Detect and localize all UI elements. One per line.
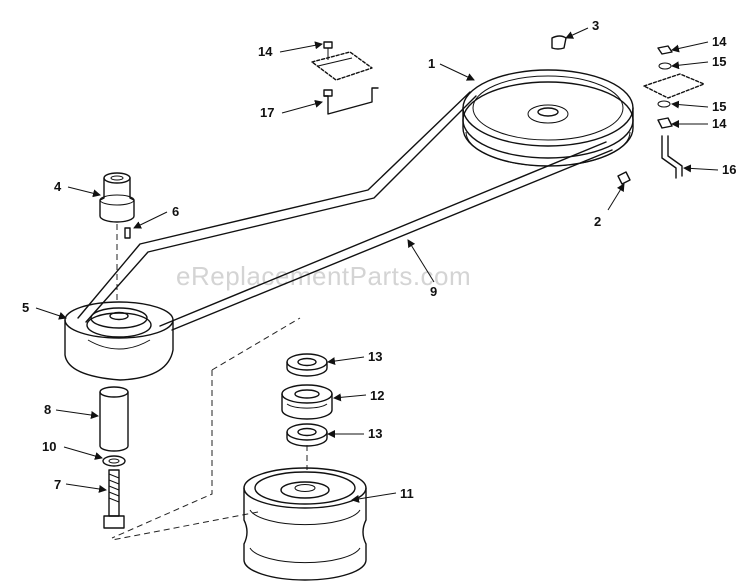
idler-bracket: [311, 41, 379, 115]
bearing-cup: [281, 384, 333, 420]
drive-pulley: [64, 301, 174, 381]
callout-12: 12: [370, 388, 384, 403]
key: [551, 35, 567, 50]
callout-16: 16: [722, 162, 736, 177]
callout-15-lower: 15: [712, 99, 726, 114]
bushing: [99, 386, 129, 452]
pin: [124, 227, 131, 239]
watermark-text: eReplacementParts.com: [176, 261, 471, 291]
spacer: [99, 172, 135, 223]
callout-3: 3: [592, 18, 599, 33]
callout-labels: 1 2 3 4 5 6 7 8 9 10 11 12 13 13 14 14 1…: [22, 18, 736, 501]
callout-10: 10: [42, 439, 56, 454]
callout-11: 11: [400, 486, 414, 501]
belt: [77, 91, 613, 331]
callout-1: 1: [428, 56, 435, 71]
callout-15-top: 15: [712, 54, 726, 69]
bearing-lower: [286, 423, 328, 447]
bearing-upper: [286, 353, 328, 377]
washer: [102, 455, 126, 467]
callout-leaders: [35, 27, 719, 503]
set-screw: [617, 171, 631, 185]
callout-9: 9: [430, 284, 437, 299]
callout-6: 6: [172, 204, 179, 219]
callout-4: 4: [54, 179, 62, 194]
callout-14-top: 14: [712, 34, 727, 49]
callout-8: 8: [44, 402, 51, 417]
large-pulley: [462, 69, 634, 167]
callout-17: 17: [260, 105, 274, 120]
callout-13-lower: 13: [368, 426, 382, 441]
callout-14-lower: 14: [712, 116, 727, 131]
callout-14-bracket: 14: [258, 44, 273, 59]
callout-5: 5: [22, 300, 29, 315]
right-hardware: [643, 45, 705, 179]
callout-7: 7: [54, 477, 61, 492]
callout-2: 2: [594, 214, 601, 229]
double-pulley: [243, 467, 367, 581]
bolt: [103, 469, 125, 529]
callout-13-upper: 13: [368, 349, 382, 364]
